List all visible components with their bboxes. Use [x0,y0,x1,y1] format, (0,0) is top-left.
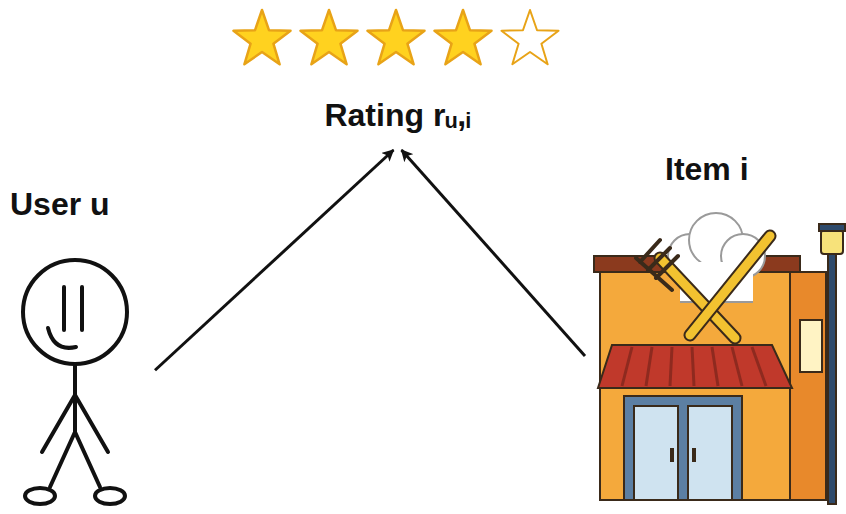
foot [25,488,55,504]
lamp-cap [819,224,845,231]
stick-figure [23,260,127,504]
user-node: User u [5,185,155,510]
fork-and-knife [636,236,770,338]
lamp [821,230,843,254]
leg [75,432,100,487]
window [800,320,822,372]
foot [95,488,125,504]
smile [48,328,76,348]
door-frame [624,396,742,500]
awning-stripes [622,347,766,386]
node-heading: Item i [665,150,749,188]
item-node: Item i [585,150,840,505]
door [634,406,678,500]
door [688,406,732,500]
filled-star [367,10,424,64]
filled-star [434,10,491,64]
node-heading: User u [10,185,110,223]
eye [62,287,66,330]
empty-star [501,10,558,64]
arrow-connector [155,150,394,370]
lamp-post [828,250,836,504]
rating-node: Rating rᵤ,ᵢ [225,8,570,150]
restaurant-illustration [594,213,845,504]
star-rating [233,10,558,64]
filled-star [233,10,290,64]
node-heading: Rating rᵤ,ᵢ [324,96,470,134]
eye [80,287,84,330]
awning [598,345,792,388]
head [23,260,127,364]
handle [692,448,696,462]
leg [50,432,75,487]
handle [670,448,674,462]
filled-star [300,10,357,64]
arrow-connector [402,150,586,356]
